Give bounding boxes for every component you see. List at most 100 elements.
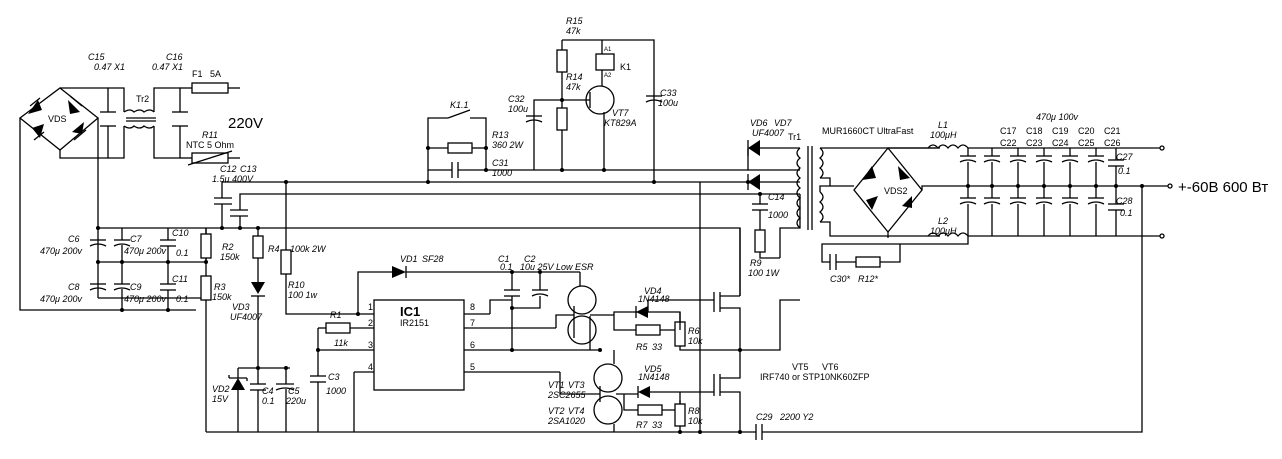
label-vd4: VD4 bbox=[644, 286, 662, 296]
label-c26: C26 bbox=[1104, 138, 1121, 148]
capacitor-c31 bbox=[451, 162, 459, 178]
label-pin5: 5 bbox=[470, 362, 475, 372]
label-pin3: 3 bbox=[368, 340, 373, 350]
label-c4: C4 bbox=[262, 386, 274, 396]
capacitor-c14 bbox=[752, 203, 768, 211]
label-c7: C7 bbox=[130, 234, 142, 244]
label-c15: C15 bbox=[88, 52, 106, 62]
label-r8-value: 10k bbox=[688, 416, 703, 426]
label-r6-value: 10k bbox=[688, 336, 703, 346]
label-l2-value: 100μH bbox=[930, 226, 957, 236]
label-c12: C12 bbox=[220, 164, 237, 174]
label-c5-value: 220u bbox=[285, 396, 306, 406]
label-r4-value: 100k 2W bbox=[290, 244, 327, 254]
output-capacitor-bank bbox=[959, 148, 1124, 236]
label-mains-voltage: 220V bbox=[228, 115, 263, 132]
label-l2: L2 bbox=[938, 216, 948, 226]
label-l1: L1 bbox=[938, 120, 948, 130]
label-vd7: VD7 bbox=[774, 118, 793, 128]
label-r13: R13 bbox=[492, 130, 509, 140]
label-pin2: 2 bbox=[368, 318, 373, 328]
resistor-r1 bbox=[325, 322, 351, 334]
label-r15-value: 47k bbox=[566, 26, 581, 36]
label-c25: C25 bbox=[1078, 138, 1095, 148]
capacitor-c27 bbox=[1108, 148, 1124, 186]
label-vd2-value: 15V bbox=[212, 394, 229, 404]
label-r11: R11 bbox=[202, 130, 218, 140]
label-c29: C29 bbox=[756, 412, 773, 422]
label-a1: A1 bbox=[604, 47, 612, 53]
label-r2: R2 bbox=[222, 242, 234, 252]
label-vt7: VT7 bbox=[612, 108, 630, 118]
label-c31: C31 bbox=[492, 158, 509, 168]
label-vd5: VD5 bbox=[644, 364, 663, 374]
label-ic1-value: IR2151 bbox=[400, 318, 429, 328]
label-c22: C22 bbox=[1000, 138, 1017, 148]
capacitor-c30 bbox=[829, 254, 837, 270]
label-c3-value: 1000 bbox=[326, 386, 346, 396]
label-c2: C2 bbox=[524, 254, 536, 264]
capacitor-c33 bbox=[645, 95, 663, 103]
capacitor-c5 bbox=[275, 383, 295, 391]
label-r15: R15 bbox=[566, 16, 584, 26]
label-r14-value: 47k bbox=[566, 82, 581, 92]
label-c13: C13 bbox=[240, 164, 257, 174]
label-r8: R8 bbox=[688, 406, 700, 416]
resistor-r15 bbox=[556, 49, 568, 73]
diode-vd3 bbox=[251, 282, 265, 294]
label-r7-value: 33 bbox=[652, 420, 662, 430]
label-c1-value: 0.1 bbox=[500, 262, 513, 272]
label-l1-value: 100μH bbox=[930, 130, 957, 140]
label-mur: MUR1660CT UltraFast bbox=[822, 126, 914, 136]
resistor-r9 bbox=[754, 229, 766, 253]
label-pin4: 4 bbox=[368, 362, 373, 372]
label-vd4-value: 1N4148 bbox=[638, 294, 670, 304]
inductor-l2 bbox=[927, 232, 969, 238]
label-c27-value: 0.1 bbox=[1118, 166, 1131, 176]
label-pin6: 6 bbox=[470, 340, 475, 350]
label-vd5-value: 1N4148 bbox=[638, 372, 670, 382]
label-c14: C14 bbox=[768, 192, 785, 202]
label-pin8: 8 bbox=[470, 302, 475, 312]
resistor-r14 bbox=[556, 107, 568, 131]
resistor-r13 bbox=[447, 142, 473, 154]
capacitor-c2 bbox=[531, 289, 549, 297]
label-r11-value: NTC 5 Ohm bbox=[186, 140, 234, 150]
label-vt1: VT1 bbox=[548, 380, 565, 390]
transistor-vt4-lower bbox=[593, 395, 623, 425]
label-vd1-value: SF28 bbox=[422, 254, 444, 264]
resistor-r8 bbox=[674, 403, 686, 427]
label-c21: C21 bbox=[1104, 126, 1121, 136]
label-r1: R1 bbox=[330, 310, 342, 320]
label-c11: C11 bbox=[172, 274, 188, 284]
capacitor-c6 bbox=[89, 239, 107, 247]
label-vd2: VD2 bbox=[212, 384, 230, 394]
diode-vd5 bbox=[638, 386, 650, 398]
label-c10-value: 0.1 bbox=[176, 248, 189, 258]
label-vt7-value: KT829A bbox=[604, 118, 637, 128]
label-r7: R7 bbox=[636, 420, 648, 430]
label-c6: C6 bbox=[68, 234, 80, 244]
label-r9-value: 100 1W bbox=[748, 268, 781, 278]
label-c12-value: 1.5u 400V bbox=[212, 174, 254, 184]
label-vd1: VD1 bbox=[400, 254, 418, 264]
label-c9: C9 bbox=[130, 282, 142, 292]
label-f1: F1 bbox=[192, 69, 203, 79]
label-c33-value: 100u bbox=[658, 98, 678, 108]
label-tr2: Tr2 bbox=[136, 94, 149, 104]
label-c4-value: 0.1 bbox=[262, 396, 275, 406]
capacitor-c3 bbox=[310, 375, 326, 383]
label-c2-value: 10u 25V Low ESR bbox=[520, 262, 594, 272]
relay-contact-k11 bbox=[447, 109, 471, 119]
zener-vd2 bbox=[231, 378, 245, 390]
ic1-ir2151 bbox=[373, 299, 465, 391]
label-c16-value: 0.47 X1 bbox=[152, 62, 183, 72]
label-c20: C20 bbox=[1078, 126, 1095, 136]
label-r1-value: 11k bbox=[334, 338, 348, 348]
label-r10-value: 100 1w bbox=[288, 290, 318, 300]
capacitor-c29 bbox=[755, 424, 763, 440]
label-c33: C33 bbox=[660, 88, 677, 98]
capacitor-c16 bbox=[172, 111, 188, 127]
label-vt5: VT5 bbox=[792, 362, 809, 372]
